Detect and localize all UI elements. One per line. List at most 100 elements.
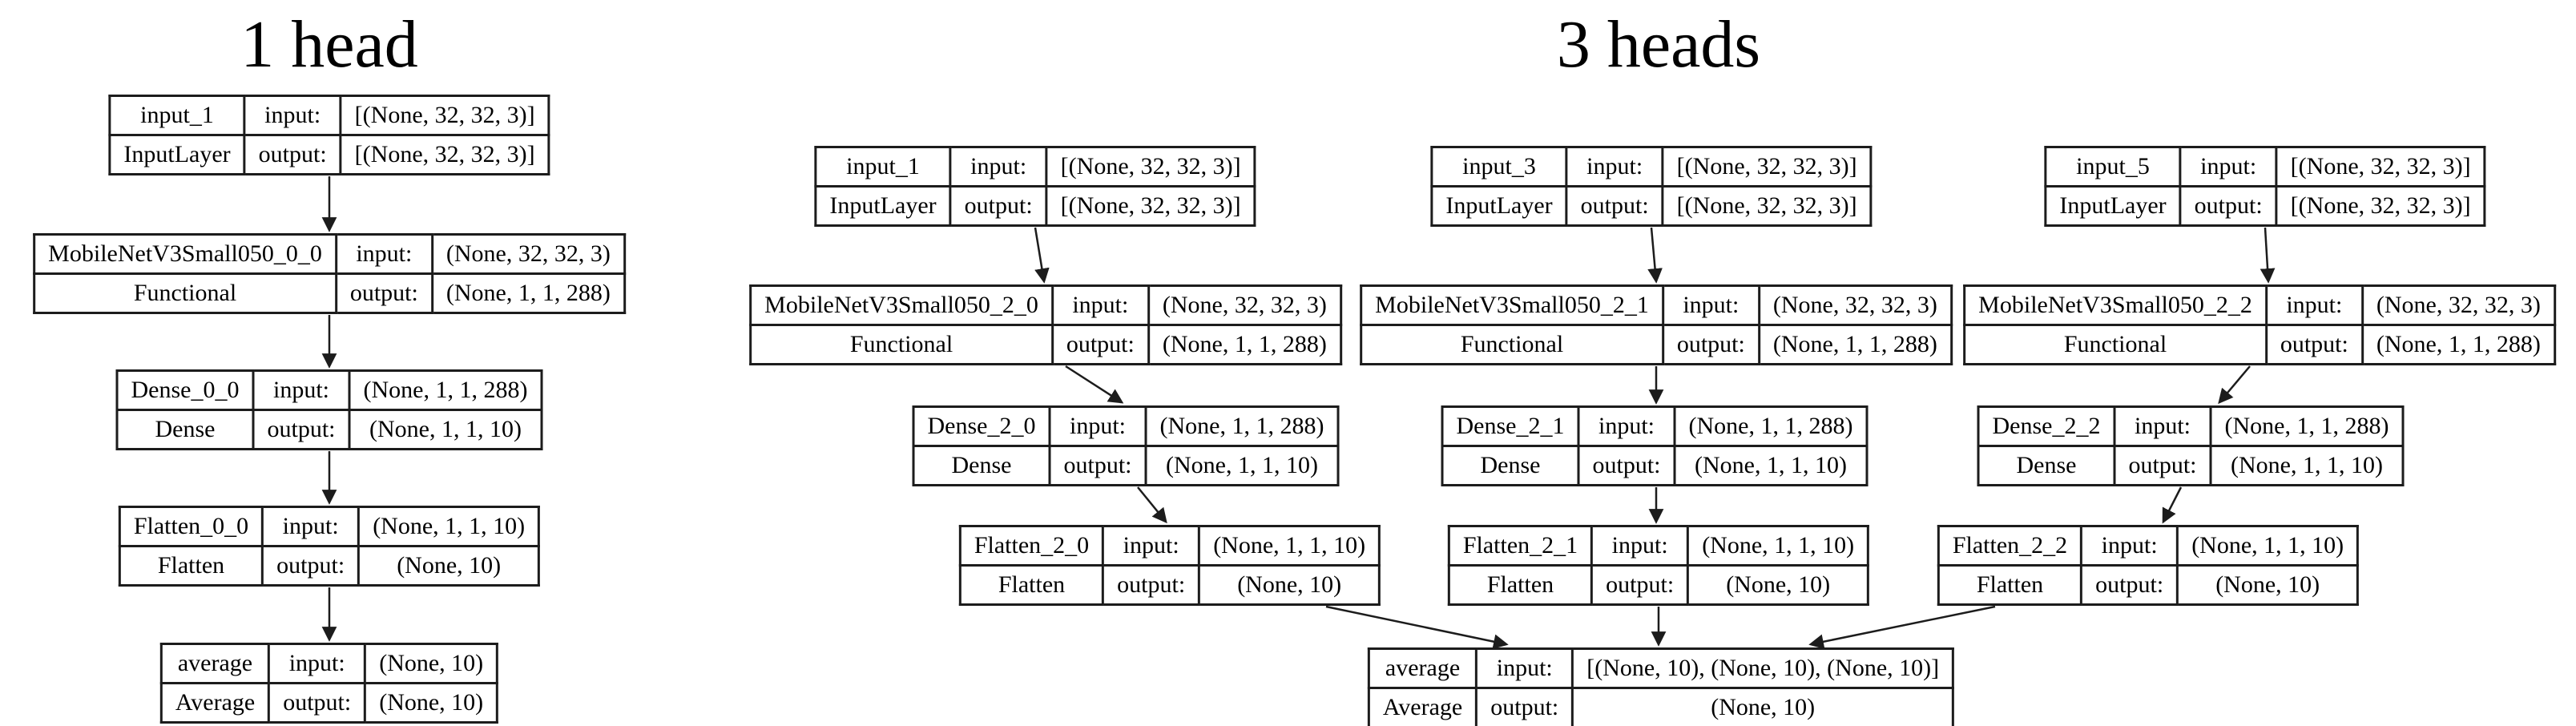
input-shape: [(None, 32, 32, 3)]: [1661, 146, 1873, 188]
layer-type: Dense: [1977, 445, 2116, 486]
input-shape: (None, 1, 1, 288): [1144, 405, 1340, 447]
output-label: output:: [2113, 445, 2212, 486]
layer-name: input_1: [814, 146, 952, 188]
input-label: input:: [334, 233, 433, 275]
layer-type: Flatten: [1937, 564, 2083, 606]
node-flatten-2-1: Flatten_2_1 input: (None, 1, 1, 10) Flat…: [1447, 525, 1870, 606]
edge-arrow: [1808, 605, 1996, 649]
layer-name: average: [1367, 647, 1478, 689]
input-label: input:: [2179, 146, 2278, 188]
input-label: input:: [1102, 525, 1201, 567]
layer-type: Dense: [912, 445, 1051, 486]
input-shape: (None, 1, 1, 288): [2209, 405, 2405, 447]
input-shape: (None, 1, 1, 288): [348, 369, 543, 411]
edge-arrow: [1137, 486, 1167, 524]
input-shape: [(None, 32, 32, 3)]: [2275, 146, 2486, 188]
input-label: input:: [1475, 647, 1574, 689]
input-label: input:: [2264, 284, 2364, 326]
edge-arrow: [2218, 365, 2251, 405]
layer-name: MobileNetV3Small050_0_0: [33, 233, 337, 275]
input-shape: [(None, 10), (None, 10), (None, 10)]: [1571, 647, 1955, 689]
output-shape: (None, 10): [1198, 564, 1381, 606]
layer-name: input_3: [1430, 146, 1568, 188]
output-shape: [(None, 32, 32, 3)]: [339, 134, 550, 175]
node-input-3: input_3 input: [(None, 32, 32, 3)] Input…: [1430, 146, 1873, 227]
output-shape: (None, 1, 1, 288): [1757, 324, 1953, 365]
output-label: output:: [1590, 564, 1690, 606]
node-flatten-0-0: Flatten_0_0 input: (None, 1, 1, 10) Flat…: [118, 506, 541, 587]
edge-arrow: [2162, 486, 2183, 524]
output-label: output:: [2264, 324, 2364, 365]
input-shape: (None, 1, 1, 10): [2176, 525, 2360, 567]
output-shape: (None, 1, 1, 288): [1147, 324, 1342, 365]
output-shape: (None, 1, 1, 10): [348, 409, 543, 450]
node-mobilenetv3small050-2-1: MobileNetV3Small050_2_1 input: (None, 32…: [1360, 284, 1953, 365]
output-label: output:: [1565, 185, 1664, 227]
input-label: input:: [261, 506, 361, 547]
node-flatten-2-2: Flatten_2_2 input: (None, 1, 1, 10) Flat…: [1937, 525, 2360, 606]
node-input-1-1head: input_1 input: [(None, 32, 32, 3)] Input…: [108, 95, 550, 175]
output-label: output:: [268, 682, 367, 724]
layer-name: average: [159, 643, 271, 684]
layer-name: Dense_2_2: [1977, 405, 2116, 447]
output-shape: (None, 10): [2176, 564, 2360, 606]
layer-name: input_5: [2044, 146, 2182, 188]
layer-type: Average: [159, 682, 271, 724]
output-label: output:: [252, 409, 351, 450]
edge-arrow: [2260, 227, 2276, 284]
input-label: input:: [949, 146, 1048, 188]
output-label: output:: [2080, 564, 2179, 606]
node-input-1-3heads: input_1 input: [(None, 32, 32, 3)] Input…: [814, 146, 1256, 227]
input-shape: (None, 10): [364, 643, 499, 684]
input-shape: [(None, 32, 32, 3)]: [339, 95, 550, 136]
layer-name: Flatten_2_2: [1937, 525, 2083, 567]
output-shape: [(None, 32, 32, 3)]: [1045, 185, 1256, 227]
output-label: output:: [1661, 324, 1760, 365]
layer-type: InputLayer: [2044, 185, 2182, 227]
output-shape: (None, 1, 1, 10): [2209, 445, 2405, 486]
output-shape: [(None, 32, 32, 3)]: [1661, 185, 1873, 227]
layer-type: Flatten: [958, 564, 1105, 606]
output-shape: (None, 1, 1, 288): [2360, 324, 2556, 365]
layer-type: Functional: [749, 324, 1054, 365]
input-shape: (None, 32, 32, 3): [2360, 284, 2556, 326]
output-label: output:: [1475, 687, 1574, 726]
layer-name: Dense_2_1: [1441, 405, 1580, 447]
node-average-1head: average input: (None, 10) Average output…: [159, 643, 499, 724]
output-shape: (None, 1, 1, 288): [430, 272, 626, 314]
output-shape: (None, 1, 1, 10): [1673, 445, 1869, 486]
layer-type: Dense: [1441, 445, 1580, 486]
layer-type: Flatten: [118, 545, 264, 587]
edge-arrow: [1065, 365, 1124, 404]
layer-type: InputLayer: [108, 134, 246, 175]
layer-type: Average: [1367, 687, 1478, 726]
input-label: input:: [2080, 525, 2179, 567]
output-shape: (None, 10): [357, 545, 541, 587]
layer-name: MobileNetV3Small050_2_2: [1963, 284, 2268, 326]
layer-name: Flatten_2_1: [1447, 525, 1594, 567]
output-shape: (None, 10): [1571, 687, 1955, 726]
input-shape: (None, 1, 1, 10): [1687, 525, 1870, 567]
node-mobilenetv3small050-0-0: MobileNetV3Small050_0_0 input: (None, 32…: [33, 233, 626, 314]
edge-arrow: [1647, 227, 1663, 284]
node-input-5: input_5 input: [(None, 32, 32, 3)] Input…: [2044, 146, 2486, 227]
output-label: output:: [1577, 445, 1676, 486]
input-label: input:: [1661, 284, 1760, 326]
node-dense-2-2: Dense_2_2 input: (None, 1, 1, 288) Dense…: [1977, 405, 2405, 486]
output-shape: (None, 10): [364, 682, 499, 724]
input-shape: (None, 32, 32, 3): [430, 233, 626, 275]
layer-type: Functional: [1963, 324, 2268, 365]
output-label: output:: [949, 185, 1048, 227]
input-label: input:: [1577, 405, 1676, 447]
output-label: output:: [2179, 185, 2278, 227]
layer-name: Flatten_2_0: [958, 525, 1105, 567]
layer-name: Dense_2_0: [912, 405, 1051, 447]
input-label: input:: [243, 95, 342, 136]
input-shape: (None, 1, 1, 10): [1198, 525, 1381, 567]
output-shape: (None, 10): [1687, 564, 1870, 606]
title-3-heads: 3 heads: [1556, 7, 1761, 82]
input-label: input:: [1590, 525, 1690, 567]
output-label: output:: [243, 134, 342, 175]
node-average-3heads: average input: [(None, 10), (None, 10), …: [1367, 647, 1955, 726]
